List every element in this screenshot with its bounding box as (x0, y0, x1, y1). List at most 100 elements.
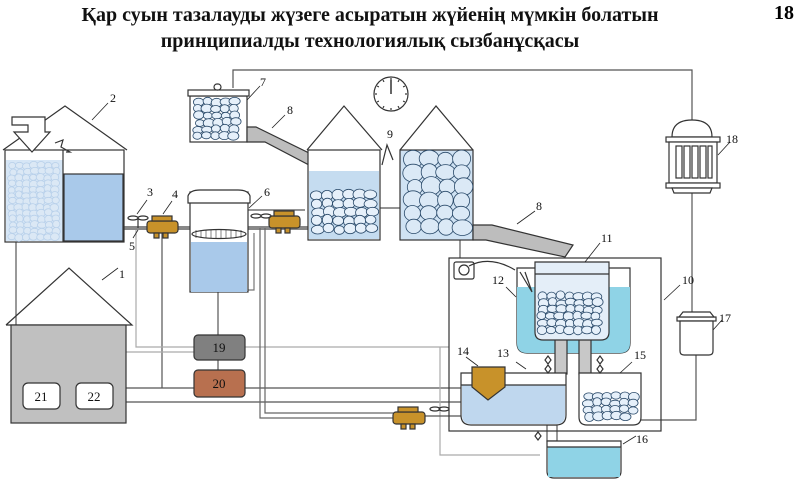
title-line-1: Қар суын тазалауды жүзеге асыратын жүйен… (81, 4, 659, 26)
pebble (8, 226, 18, 234)
pump-return[interactable] (392, 406, 426, 430)
pebble (8, 214, 17, 223)
pump-after-filter[interactable] (268, 210, 301, 234)
label-13: 13 (497, 346, 509, 360)
label-4: 4 (172, 187, 178, 201)
pebble (202, 111, 213, 120)
pebble (16, 226, 25, 235)
overflow-9 (381, 143, 394, 166)
pebble (210, 105, 222, 113)
pebble (554, 324, 566, 334)
pebble (354, 222, 367, 234)
label-8-upper: 8 (287, 103, 293, 117)
pebble (8, 179, 17, 187)
pebble (591, 325, 601, 335)
pebble (227, 131, 240, 141)
label-11: 11 (601, 231, 613, 245)
pebble (211, 124, 221, 133)
label-1: 1 (119, 267, 125, 281)
pebble (363, 189, 378, 200)
hopper-14 (471, 366, 506, 401)
pebble (50, 232, 60, 241)
pebble (403, 205, 421, 222)
chute-8-lower (472, 224, 574, 258)
pebble (44, 226, 54, 234)
pebble (437, 218, 455, 236)
pebble (21, 233, 31, 242)
valve-after-filter[interactable] (250, 213, 272, 219)
pebble (363, 199, 378, 209)
pebble (365, 223, 379, 233)
title-line-2: принципиалды технологиялық сызбанұсқасы (160, 30, 580, 52)
pebble (36, 191, 45, 199)
pump-4[interactable] (146, 215, 179, 239)
pebble (8, 162, 17, 170)
pebble (211, 111, 223, 120)
pebble (332, 199, 345, 209)
pebble (592, 397, 602, 407)
number-labels: 2 1 3 4 5 6 7 8 9 8 11 12 10 14 13 15 16… (35, 75, 739, 446)
unit-19 (193, 334, 246, 361)
device-18 (665, 119, 721, 194)
pebble (364, 214, 377, 225)
pebble (420, 218, 440, 235)
pebble (419, 205, 438, 221)
pebble (619, 404, 630, 413)
pebble (23, 215, 31, 223)
pebble (309, 190, 323, 201)
pebble (365, 206, 380, 217)
pebble (331, 188, 345, 201)
pebble (310, 198, 323, 210)
pebble (591, 297, 604, 307)
pebble (580, 311, 593, 320)
pebble (591, 318, 603, 327)
filter-mesh (191, 228, 247, 240)
page-number: 18 (774, 2, 794, 24)
pebble (201, 131, 212, 140)
pebble (332, 215, 345, 226)
label-22: 22 (88, 389, 101, 404)
pebble (219, 104, 230, 114)
pebble (52, 220, 61, 229)
pebble (619, 412, 632, 421)
pebble (405, 218, 422, 234)
heating-lightning-icon (54, 139, 73, 153)
label-18: 18 (726, 132, 738, 146)
label-7: 7 (260, 75, 266, 89)
label-20: 20 (213, 376, 226, 391)
label-8-lower: 8 (536, 199, 542, 213)
valve-3[interactable] (127, 215, 149, 228)
pebble (14, 190, 23, 199)
pebbles (6, 96, 640, 422)
device-17 (676, 311, 717, 356)
pebble (573, 325, 583, 336)
label-9: 9 (387, 127, 393, 141)
pebble (311, 224, 325, 235)
label-10: 10 (682, 273, 694, 287)
pebble (193, 110, 205, 120)
pebble (44, 167, 55, 175)
pebble (50, 191, 59, 198)
clock-icon (373, 76, 409, 112)
control-building (5, 267, 134, 424)
pebble (451, 205, 470, 221)
pebble (565, 304, 576, 314)
filter-tank (187, 189, 251, 293)
pebble (228, 96, 241, 106)
pebble (610, 391, 622, 400)
snow-inlet-arrow-icon (11, 116, 52, 153)
pebble (333, 225, 345, 235)
pebble (555, 304, 568, 314)
valve-icons (534, 355, 604, 441)
pebble (451, 219, 473, 236)
pebble (581, 325, 593, 335)
pebble (219, 123, 230, 133)
valve-return[interactable] (429, 406, 450, 412)
label-5: 5 (129, 239, 135, 253)
pebble (563, 325, 575, 336)
leader-lines (91, 85, 731, 445)
pebble (436, 204, 454, 221)
label-3: 3 (147, 185, 153, 199)
pebble (555, 290, 566, 300)
pebble (43, 196, 54, 204)
